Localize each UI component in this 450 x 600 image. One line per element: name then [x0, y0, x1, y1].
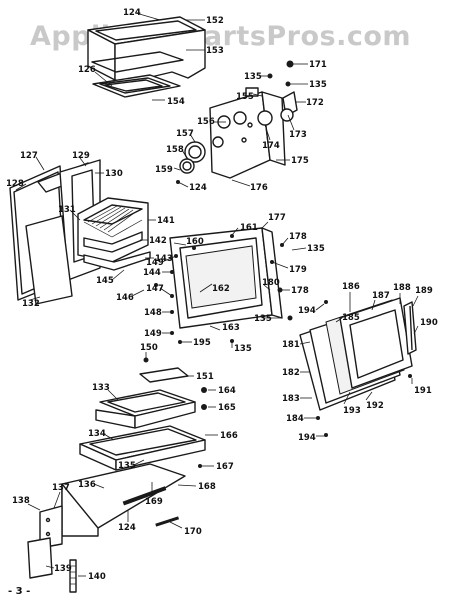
callout-172: 172 [306, 98, 324, 108]
callout-168: 168 [198, 482, 216, 492]
callout-169: 169 [145, 497, 163, 507]
callout-144: 144 [143, 268, 161, 278]
callout-161: 161 [240, 223, 258, 233]
callout-171: 171 [309, 60, 327, 70]
callout-159: 159 [155, 165, 173, 175]
callout-135: 135 [234, 344, 252, 354]
callout-179: 179 [289, 265, 307, 275]
callout-124: 124 [189, 183, 207, 193]
callout-167: 167 [216, 462, 234, 472]
callout-135: 135 [307, 244, 325, 254]
callout-156: 156 [197, 117, 215, 127]
callout-190: 190 [420, 318, 438, 328]
callout-155: 155 [236, 92, 254, 102]
callout-195: 195 [193, 338, 211, 348]
callout-194: 194 [298, 306, 316, 316]
callout-140: 140 [88, 572, 106, 582]
callout-149: 149 [144, 329, 162, 339]
callout-178: 178 [291, 286, 309, 296]
callout-165: 165 [218, 403, 236, 413]
callout-131: 131 [58, 205, 76, 215]
callout-135: 135 [118, 461, 136, 471]
leader-lines [15, 12, 419, 577]
callout-151: 151 [196, 372, 214, 382]
cooktop-frame-assembly [87, 16, 206, 98]
callout-176: 176 [250, 183, 268, 193]
callout-174: 174 [262, 141, 280, 151]
callout-129: 129 [72, 151, 90, 161]
callout-170: 170 [184, 527, 202, 537]
callout-135: 135 [254, 314, 272, 324]
callout-194: 194 [298, 433, 316, 443]
callout-192: 192 [366, 401, 384, 411]
callout-191: 191 [414, 386, 432, 396]
callout-189: 189 [415, 286, 433, 296]
callout-137: 137 [52, 483, 70, 493]
callout-150: 150 [140, 343, 158, 353]
callout-183: 183 [282, 394, 300, 404]
callout-186: 186 [342, 282, 360, 292]
callout-193: 193 [343, 406, 361, 416]
callout-157: 157 [176, 129, 194, 139]
callout-178: 178 [289, 232, 307, 242]
upper-door-frame [154, 227, 293, 344]
callout-149: 149 [146, 258, 164, 268]
callout-184: 184 [286, 414, 304, 424]
callout-148: 148 [144, 308, 162, 318]
lower-panel-parts [27, 505, 77, 593]
callout-146: 146 [116, 293, 134, 303]
callout-162: 162 [212, 284, 230, 294]
callout-153: 153 [206, 46, 224, 56]
callout-135: 135 [244, 72, 262, 82]
callout-136: 136 [78, 480, 96, 490]
callout-138: 138 [12, 496, 30, 506]
callout-143: 143 [155, 254, 173, 264]
callout-139: 139 [54, 564, 72, 574]
callout-158: 158 [166, 145, 184, 155]
callout-134: 134 [88, 429, 106, 439]
control-panel-assembly [176, 60, 298, 184]
callout-180: 180 [262, 278, 280, 288]
callout-132: 132 [22, 299, 40, 309]
callout-128: 128 [6, 179, 24, 189]
callout-133: 133 [92, 383, 110, 393]
callout-154: 154 [167, 97, 185, 107]
callout-188: 188 [393, 283, 411, 293]
callout-147: 147 [146, 284, 164, 294]
callout-145: 145 [96, 276, 114, 286]
callout-127: 127 [20, 151, 38, 161]
callout-185: 185 [342, 313, 360, 323]
oven-liner-and-rack [77, 197, 151, 271]
callout-124: 124 [118, 523, 136, 533]
callout-175: 175 [291, 156, 309, 166]
callout-163: 163 [222, 323, 240, 333]
callout-135: 135 [309, 80, 327, 90]
oven-door-glass-assembly [299, 297, 417, 437]
callout-124: 124 [123, 8, 141, 18]
callout-labels: 124 152 153 126 154 171 135 135 155 172 … [6, 8, 438, 582]
callout-187: 187 [372, 291, 390, 301]
page-number: - 3 - [8, 586, 30, 597]
callout-164: 164 [218, 386, 236, 396]
callout-181: 181 [282, 340, 300, 350]
callout-126: 126 [78, 65, 96, 75]
callout-142: 142 [149, 236, 167, 246]
callout-152: 152 [206, 16, 224, 26]
callout-182: 182 [282, 368, 300, 378]
storage-drawer-assembly [61, 357, 207, 537]
callout-130: 130 [105, 169, 123, 179]
callout-173: 173 [289, 130, 307, 140]
callout-160: 160 [186, 237, 204, 247]
callout-177: 177 [268, 213, 286, 223]
callout-141: 141 [157, 216, 175, 226]
callout-166: 166 [220, 431, 238, 441]
